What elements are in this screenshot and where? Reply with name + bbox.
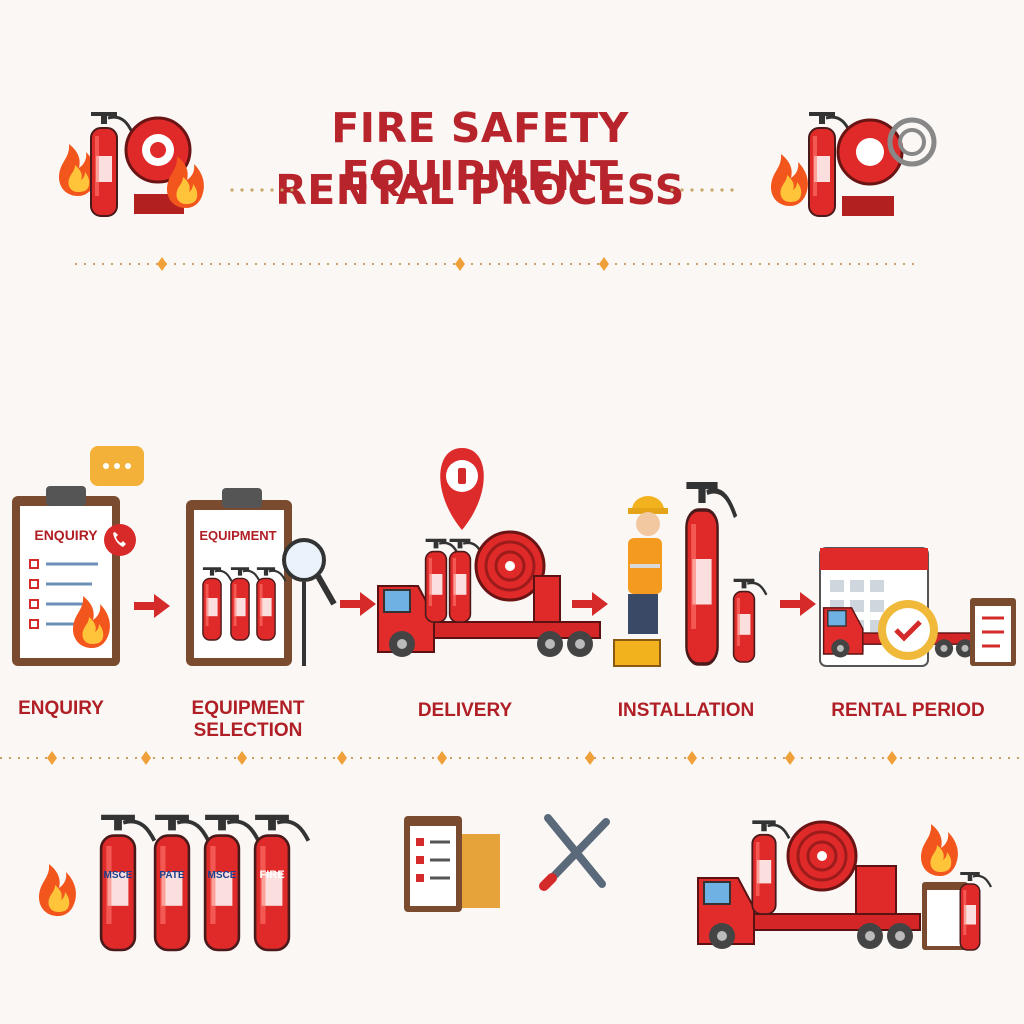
enquiry-card-heading: ENQUIRY: [34, 527, 98, 543]
clock-check-icon: [878, 600, 938, 660]
page-title-line1: FIRE SAFETY EQUIPMENT: [331, 104, 629, 200]
extinguisher-tag-3: MSCE: [208, 870, 237, 881]
equipment-card-heading: EQUIPMENT: [199, 528, 276, 543]
extinguisher-tag-4: FIRE: [259, 869, 284, 881]
arrow-3-to-4: [572, 592, 608, 616]
title-dotted-divider: [230, 188, 734, 192]
step-label-delivery: DELIVERY: [417, 700, 513, 721]
step-rental-period-illustration: [819, 547, 1016, 667]
step-label-enquiry: ENQUIRY: [18, 698, 104, 719]
bottom-extinguisher-lineup: MSCE PATE MSCE FIRE: [38, 812, 311, 952]
wrench-screwdriver-icon: [539, 814, 610, 891]
bottom-delivery-illustration: [697, 819, 993, 952]
hose-reel-icon: [124, 116, 192, 214]
step-label-installation: INSTALLATION: [617, 700, 755, 721]
magnifier-icon: [282, 538, 337, 666]
step-enquiry-illustration: ENQUIRY: [12, 446, 144, 666]
arrow-1-to-2: [134, 594, 170, 618]
step-label-equipment-selection: EQUIPMENT SELECTION: [191, 698, 305, 741]
page-title-line2: RENTAL PROCESS: [275, 166, 685, 214]
top-divider: [75, 257, 920, 271]
step-installation-illustration: [613, 482, 768, 667]
step-label-rental-period: RENTAL PERIOD: [831, 700, 985, 721]
arrow-4-to-5: [780, 592, 816, 616]
header-left-illustration: [58, 110, 204, 218]
extinguisher-tag-1: MSCE: [104, 870, 133, 881]
step-equipment-selection-illustration: EQUIPMENT: [186, 488, 337, 666]
location-pin-icon: [440, 448, 484, 530]
checklist-icon: [970, 598, 1016, 666]
arrow-2-to-3: [340, 592, 376, 616]
extinguisher-tag-2: PATE: [159, 870, 185, 881]
middle-divider: [0, 751, 1024, 765]
header-right-illustration: [770, 110, 937, 218]
bottom-tools-illustration: [404, 814, 610, 912]
technician-icon: [613, 496, 668, 667]
step-delivery-illustration: [377, 448, 601, 658]
